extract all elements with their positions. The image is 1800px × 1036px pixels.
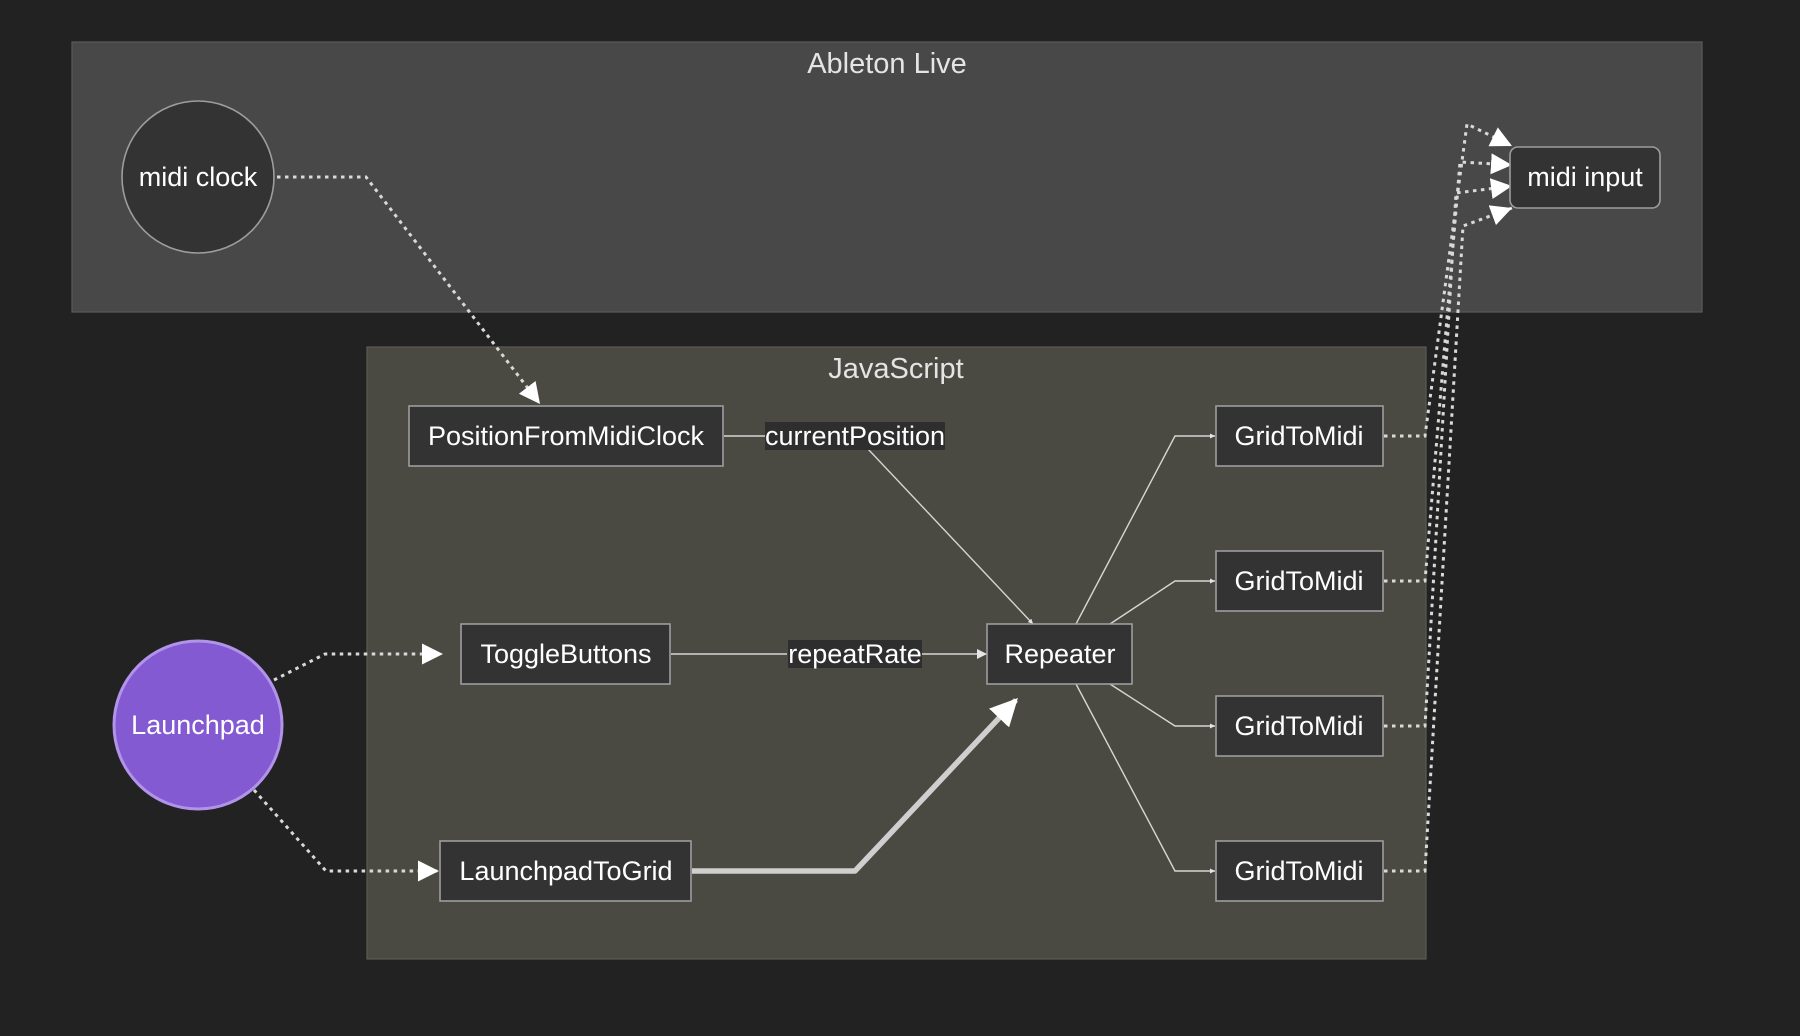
- ableton-live-cluster-box: [71, 41, 1703, 313]
- edge-launchpad-to-grid-to-repeater: [692, 697, 1019, 874]
- node-midi-input: midi input: [1509, 146, 1661, 209]
- node-grid-to-midi-1-shape: [1215, 405, 1384, 467]
- node-position-from-midi-clock-label: PositionFromMidiClock: [428, 421, 705, 451]
- node-repeater-label: Repeater: [1004, 639, 1115, 669]
- node-grid-to-midi-3-shape: [1215, 695, 1384, 757]
- edge-label-repeat-rate: repeatRate: [788, 639, 922, 669]
- edge-midi-clock-to-position: [277, 175, 542, 405]
- edge-label-current-position-text: currentPosition: [765, 421, 945, 451]
- node-grid-to-midi-3: GridToMidi: [1215, 695, 1384, 757]
- node-position-from-midi-clock-shape: [408, 405, 724, 467]
- node-grid-to-midi-2-shape: [1215, 550, 1384, 612]
- node-midi-clock-label: midi clock: [139, 162, 258, 192]
- ableton-live-cluster: Ableton Live: [71, 41, 1703, 313]
- ableton-live-cluster-title: Ableton Live: [807, 48, 967, 80]
- edge-label-current-position: currentPosition: [765, 421, 945, 451]
- node-grid-to-midi-2: GridToMidi: [1215, 550, 1384, 612]
- edge-repeater-to-grid-4: [1075, 683, 1215, 874]
- node-grid-to-midi-3-label: GridToMidi: [1234, 711, 1363, 741]
- edge-launchpad-to-toggle-buttons: [273, 643, 443, 682]
- node-toggle-buttons: ToggleButtons: [460, 623, 671, 685]
- edge-repeater-to-grid-3: [1109, 683, 1215, 729]
- node-grid-to-midi-4: GridToMidi: [1215, 840, 1384, 902]
- node-midi-input-shape: [1509, 146, 1661, 209]
- edge-label-repeat-rate-text: repeatRate: [788, 639, 922, 669]
- node-toggle-buttons-label: ToggleButtons: [480, 639, 651, 669]
- node-grid-to-midi-1: GridToMidi: [1215, 405, 1384, 467]
- edge-repeater-to-grid-1: [1075, 433, 1215, 625]
- node-grid-to-midi-2-label: GridToMidi: [1234, 566, 1363, 596]
- edges: [252, 121, 1513, 882]
- node-midi-clock-shape: [121, 100, 275, 254]
- node-grid-to-midi-4-shape: [1215, 840, 1384, 902]
- node-toggle-buttons-shape: [460, 623, 671, 685]
- node-repeater: Repeater: [986, 623, 1133, 685]
- node-launchpad-label: Launchpad: [131, 710, 265, 740]
- node-position-from-midi-clock: PositionFromMidiClock: [408, 405, 724, 467]
- node-launchpad: Launchpad: [112, 639, 284, 811]
- javascript-cluster-title: JavaScript: [828, 353, 963, 385]
- node-launchpad-to-grid-shape: [439, 840, 692, 902]
- edge-grid-3-to-midi-input: [1384, 178, 1513, 728]
- node-launchpad-shape: [112, 639, 284, 811]
- edge-grid-4-to-midi-input: [1384, 205, 1513, 873]
- node-midi-clock: midi clock: [121, 100, 275, 254]
- edge-label-current-position-bg: [765, 422, 945, 450]
- node-grid-to-midi-4-label: GridToMidi: [1234, 856, 1363, 886]
- node-repeater-shape: [986, 623, 1133, 685]
- edge-grid-2-to-midi-input: [1384, 153, 1513, 583]
- edge-current-position-to-repeater: [867, 448, 1034, 625]
- node-midi-input-label: midi input: [1527, 162, 1643, 192]
- edge-repeater-to-grid-2: [1109, 578, 1215, 625]
- node-grid-to-midi-1-label: GridToMidi: [1234, 421, 1363, 451]
- node-launchpad-to-grid-label: LaunchpadToGrid: [459, 856, 672, 886]
- node-launchpad-to-grid: LaunchpadToGrid: [439, 840, 692, 902]
- edge-label-repeat-rate-bg: [788, 640, 922, 668]
